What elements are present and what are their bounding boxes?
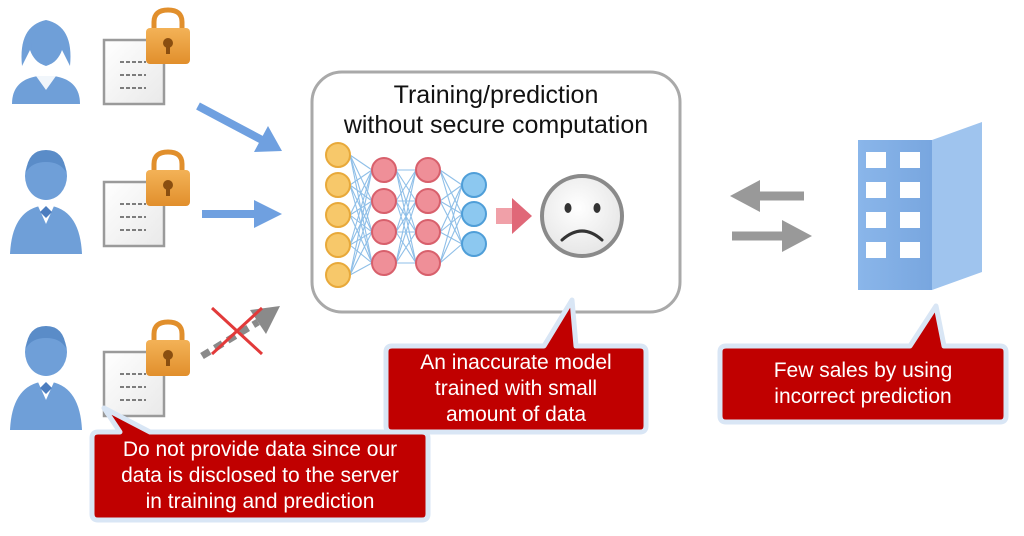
request-arrow	[732, 220, 812, 252]
lock-icon	[146, 7, 190, 64]
hidden-node	[371, 157, 397, 183]
output-node	[461, 231, 487, 257]
network-edge	[349, 154, 373, 171]
neural-network	[325, 142, 487, 288]
network-edge	[439, 184, 463, 264]
sad-face-icon	[540, 174, 624, 258]
network-edges	[349, 154, 463, 276]
input-node	[325, 232, 351, 258]
hidden-node	[371, 250, 397, 276]
callout-sales-line-1: Few sales by using	[773, 359, 953, 382]
hidden-node	[415, 219, 441, 245]
input-node	[325, 142, 351, 168]
callout-user	[89, 405, 431, 523]
hidden-node	[371, 188, 397, 214]
network-edge	[395, 169, 417, 264]
network-edge	[439, 169, 463, 215]
output-node	[461, 201, 487, 227]
network-edge	[439, 243, 463, 264]
network-edge	[349, 169, 373, 276]
person-female-icon	[12, 20, 80, 104]
network-edge	[439, 184, 463, 233]
callout-model-line-2: trained with small	[434, 377, 598, 400]
response-arrow	[730, 180, 804, 212]
cross-icon	[210, 306, 264, 356]
callout-model	[383, 297, 649, 435]
network-edge	[395, 169, 417, 233]
callout-user-line-3: in training and prediction	[145, 490, 375, 513]
callout-sales-line-2: incorrect prediction	[774, 385, 952, 408]
callout-model-line-3: amount of data	[445, 403, 587, 426]
network-edge	[395, 231, 417, 264]
network-edge	[395, 169, 417, 202]
person-male-icon	[10, 150, 82, 254]
network-edge	[349, 200, 373, 276]
callout-sales	[717, 303, 1009, 425]
callout-user-line-2: data is disclosed to the server	[121, 464, 399, 487]
blocked-arrow	[200, 306, 280, 359]
callout-user-line-1: Do not provide data since our	[122, 438, 398, 461]
network-edge	[349, 169, 373, 186]
network-edge	[349, 169, 373, 216]
network-edge	[439, 184, 463, 202]
title-line-2: without secure computation	[343, 111, 649, 139]
network-edge	[439, 213, 463, 264]
hidden-node	[415, 250, 441, 276]
lock-icon	[146, 319, 190, 376]
person-male-icon	[10, 326, 82, 430]
output-node	[461, 172, 487, 198]
input-node	[325, 262, 351, 288]
input-node	[325, 172, 351, 198]
hidden-node	[415, 188, 441, 214]
callout-user-text: Do not provide data since our data is di…	[96, 437, 424, 515]
network-edge	[439, 169, 463, 186]
building-icon	[858, 122, 982, 290]
callout-model-text: An inaccurate model trained with small a…	[390, 350, 642, 428]
hidden-node	[415, 157, 441, 183]
data-arrow-2	[202, 200, 282, 228]
callout-sales-text: Few sales by using incorrect prediction	[724, 358, 1002, 410]
output-arrow	[496, 198, 532, 234]
network-edge	[349, 231, 373, 276]
title-line-1: Training/prediction	[393, 81, 599, 109]
hidden-node	[371, 219, 397, 245]
network-edge	[349, 262, 373, 276]
input-node	[325, 202, 351, 228]
lock-icon	[146, 149, 190, 206]
network-edge	[395, 200, 417, 264]
data-arrow-1	[196, 102, 282, 152]
network-edge	[349, 169, 373, 246]
training-box-title: Training/prediction without secure compu…	[310, 80, 682, 140]
callout-model-line-1: An inaccurate model	[420, 351, 612, 374]
